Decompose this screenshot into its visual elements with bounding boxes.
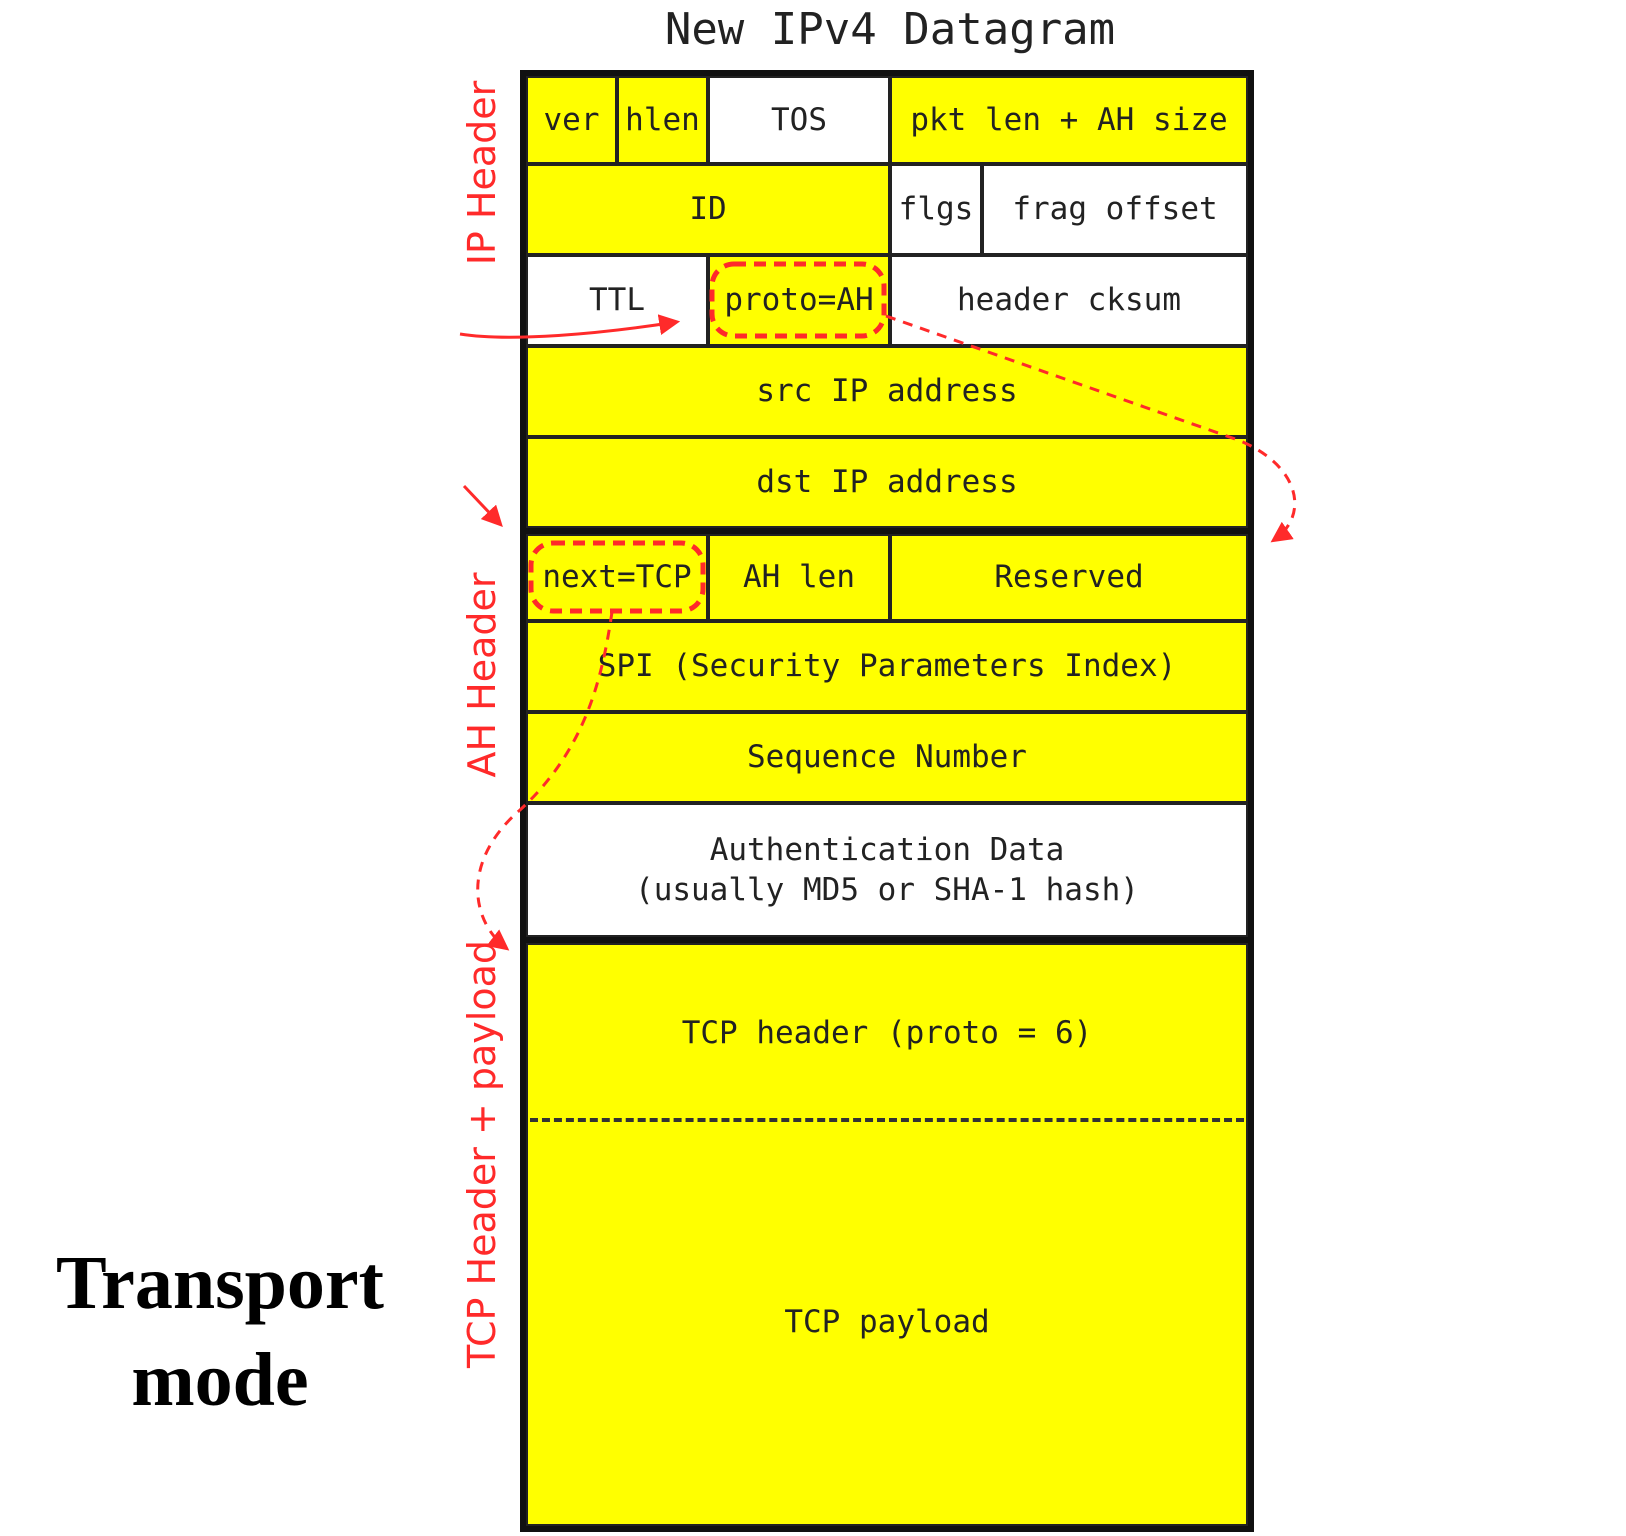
field-header-cksum: header cksum bbox=[890, 255, 1248, 346]
dashed-arrow-proto-to-ah bbox=[885, 314, 1297, 543]
field-spi: SPI (Security Parameters Index) bbox=[526, 621, 1248, 712]
arrow-to-proto-field bbox=[459, 314, 681, 339]
field-src-ip: src IP address bbox=[526, 346, 1248, 437]
field-flgs: flgs bbox=[890, 164, 982, 255]
auth-data-line-1: Authentication Data bbox=[709, 831, 1065, 868]
mode-label-line-2: mode bbox=[131, 1338, 309, 1423]
field-frag-offset: frag offset bbox=[982, 164, 1248, 255]
field-ver: ver bbox=[526, 76, 617, 164]
ip-ah-separator bbox=[520, 528, 1254, 534]
field-tcp-header: TCP header (proto = 6) bbox=[526, 943, 1248, 1121]
field-next-header: next=TCP bbox=[526, 534, 708, 621]
arrow-to-ah-header bbox=[462, 484, 503, 528]
field-proto: proto=AH bbox=[708, 255, 890, 346]
proto-field-highlight bbox=[709, 261, 887, 339]
next-field-highlight bbox=[528, 540, 706, 614]
mode-label: Transport mode bbox=[20, 1235, 420, 1430]
field-tcp-payload: TCP payload bbox=[526, 1121, 1248, 1526]
field-hlen: hlen bbox=[617, 76, 708, 164]
dashed-arrow-next-to-tcp bbox=[476, 611, 614, 951]
diagram-title: New IPv4 Datagram bbox=[664, 4, 1116, 55]
tcp-header-payload-divider bbox=[530, 1118, 1244, 1122]
mode-label-line-1: Transport bbox=[56, 1241, 384, 1325]
field-sequence-number: Sequence Number bbox=[526, 712, 1248, 803]
auth-data-line-2: (usually MD5 or SHA-1 hash) bbox=[635, 872, 1139, 908]
field-id: ID bbox=[526, 164, 890, 255]
field-pkt-len: pkt len + AH size bbox=[890, 76, 1248, 164]
field-reserved: Reserved bbox=[890, 534, 1248, 621]
field-dst-ip: dst IP address bbox=[526, 437, 1248, 528]
field-authentication-data: Authentication Data (usually MD5 or SHA-… bbox=[526, 803, 1248, 937]
field-ah-len: AH len bbox=[708, 534, 890, 621]
field-tos: TOS bbox=[708, 76, 890, 164]
ah-tcp-separator bbox=[520, 937, 1254, 943]
